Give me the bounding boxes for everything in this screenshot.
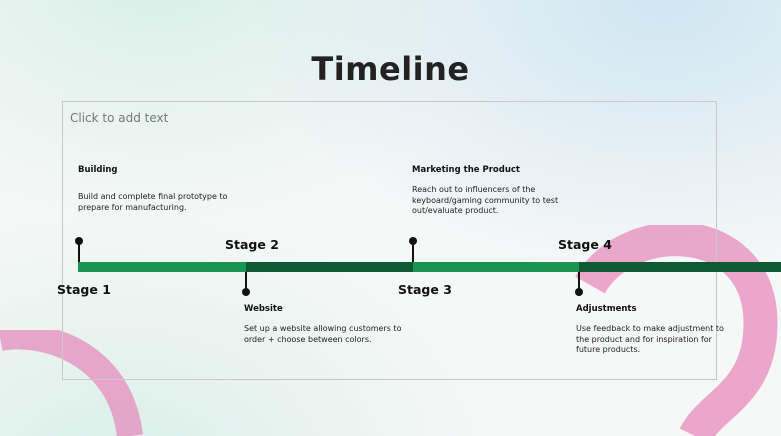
milestone-building-title: Building — [78, 165, 118, 175]
timeline-segment-4 — [579, 262, 781, 272]
decorative-pink-arc-right — [575, 225, 778, 436]
marker-dot-stage-2 — [242, 288, 250, 296]
milestone-adjustments-title: Adjustments — [576, 304, 637, 314]
timeline-segment-2 — [246, 262, 413, 272]
marker-stem-stage-1 — [78, 241, 80, 262]
milestone-website-text: Set up a website allowing customers to o… — [244, 324, 402, 344]
marker-dot-stage-4 — [575, 288, 583, 296]
stage-3-label: Stage 3 — [398, 282, 452, 297]
text-placeholder-box[interactable] — [62, 101, 717, 380]
marker-stem-stage-4 — [578, 272, 580, 292]
placeholder-text[interactable]: Click to add text — [70, 111, 169, 125]
milestone-marketing-title: Marketing the Product — [412, 165, 520, 175]
milestone-adjustments-text: Use feedback to make adjustment to the p… — [576, 324, 724, 354]
slide-title: Timeline — [311, 50, 470, 88]
marker-stem-stage-2 — [245, 272, 247, 292]
stage-4-label: Stage 4 — [558, 237, 612, 252]
timeline-segment-3 — [413, 262, 579, 272]
decorative-pink-arc-left — [0, 330, 143, 436]
milestone-website-title: Website — [244, 304, 283, 314]
milestone-building-text: Build and complete final prototype to pr… — [78, 192, 228, 212]
stage-1-label: Stage 1 — [57, 282, 111, 297]
marker-stem-stage-3 — [412, 241, 414, 262]
timeline-segment-1 — [78, 262, 246, 272]
stage-2-label: Stage 2 — [225, 237, 279, 252]
milestone-marketing-text: Reach out to influencers of the keyboard… — [412, 185, 559, 215]
